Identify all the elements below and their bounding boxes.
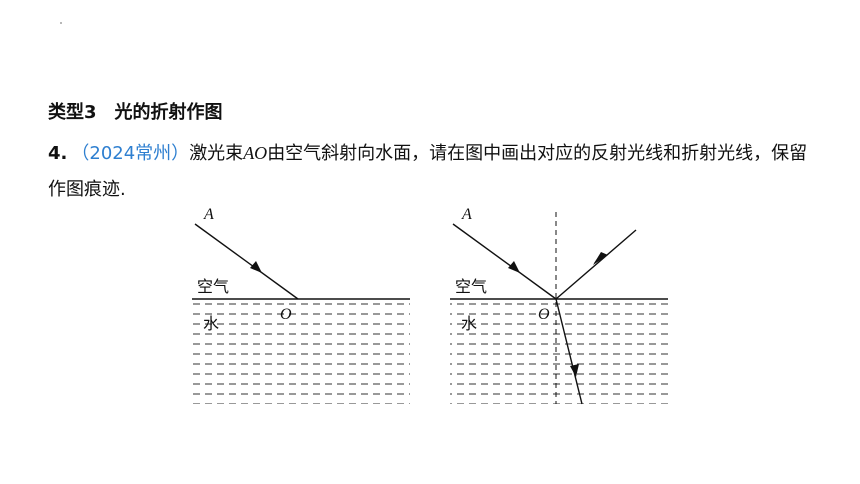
reflected-arrow-head-icon — [593, 252, 608, 265]
question-text-after: 由空气斜射向水面，请在图中画出对应的反射光线和折射光线，保留作图痕迹. — [48, 143, 808, 200]
section-title: 类型3 光的折射作图 — [48, 102, 223, 123]
water-hatching — [450, 301, 668, 404]
refracted-arrow-icon — [570, 364, 579, 377]
label-air: 空气 — [455, 277, 487, 296]
refracted-ray — [555, 298, 583, 405]
incident-arrow-icon — [508, 261, 520, 273]
reflected-ray — [555, 229, 637, 300]
slide-dot — [60, 22, 62, 24]
label-air: 空气 — [197, 277, 229, 296]
question-number: 4. — [48, 143, 68, 164]
figure-right: A O 空气 水 — [450, 206, 668, 405]
label-o: O — [538, 306, 550, 323]
label-o: O — [280, 306, 292, 323]
label-water: 水 — [203, 314, 219, 333]
water-hatching — [192, 301, 410, 404]
question-source: （2024常州） — [71, 143, 190, 164]
figure-left: A O 空气 水 — [192, 206, 410, 404]
beam-label: AO — [243, 143, 268, 163]
incident-ray — [452, 223, 557, 300]
label-water: 水 — [461, 314, 477, 333]
incident-arrow-icon — [250, 261, 262, 273]
label-a: A — [203, 206, 214, 223]
question-4: 4.（2024常州）激光束AO由空气斜射向水面，请在图中画出对应的反射光线和折射… — [48, 135, 818, 208]
label-a: A — [461, 206, 472, 223]
incident-ray — [194, 223, 299, 300]
question-text-before: 激光束 — [189, 143, 244, 164]
